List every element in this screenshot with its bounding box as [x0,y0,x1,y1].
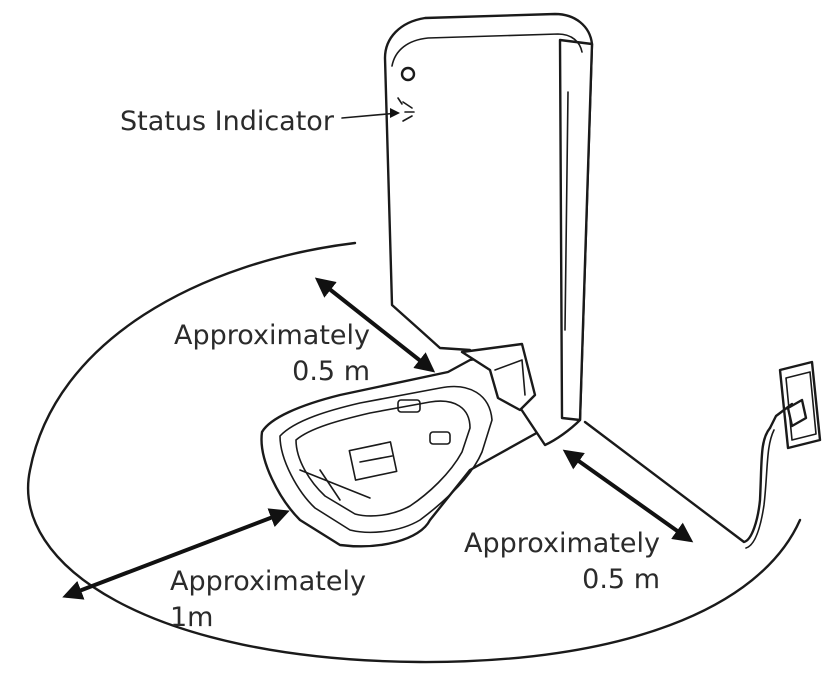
status-indicator-label: Status Indicator [120,106,335,137]
front-clearance-label-line1: Approximately [170,566,366,597]
arrow-right-clearance [562,449,694,543]
status-indicator-leader-arrow [390,108,400,118]
clearance-area-outline [27,241,802,664]
arrow-front-clearance [62,508,290,600]
status-indicator-leader [341,112,399,119]
left-clearance-label-line1: Approximately [174,320,370,351]
arrow-left-clearance [314,277,436,373]
station-body [383,12,594,447]
docking-plate [260,350,562,548]
left-clearance-label-line2: 0.5 m [292,356,370,387]
power-cord [583,420,772,544]
right-clearance-label-line2: 0.5 m [582,564,660,595]
right-clearance-label-line1: Approximately [464,528,660,559]
front-clearance-label-line2: 1m [170,602,213,633]
wall-outlet [768,360,822,450]
power-cord-inner [745,429,775,549]
